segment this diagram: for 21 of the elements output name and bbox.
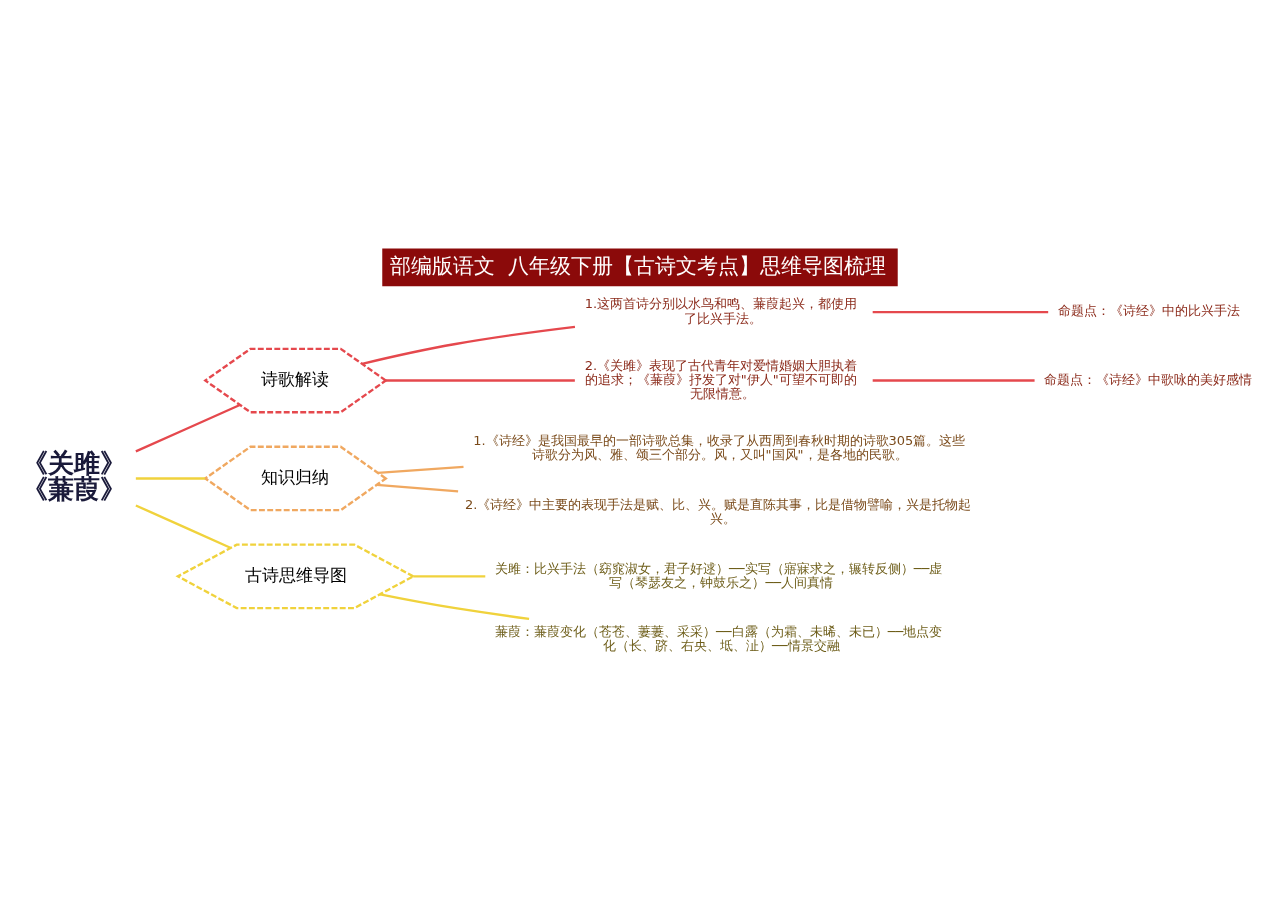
diagram-title: 部编版语文 八年级下册【古诗文考点】思维导图梳理: [389, 252, 887, 277]
connector: [135, 476, 206, 480]
connector: [386, 378, 575, 382]
node-text: 蒹葭：蒹葭变化（苍苍、萋萋、采采）──白露（为霜、未晞、未已）──地点变化（长、跻、右央、坻、沚）──情景交融: [495, 623, 943, 653]
node-text: 《关雎》《蒹葭》: [22, 447, 127, 504]
node-text: 命题点：《诗经》中的比兴手法: [1057, 302, 1240, 318]
node-text: 命题点：《诗经》中歌咏的美好感情: [1044, 371, 1253, 387]
node-text: 2.《关雎》表现了古代青年对爱情婚姻大胆执着的追求；《蒹葭》抒发了对"伊人"可望不可即的无限情意。: [584, 357, 858, 401]
connector: [413, 574, 486, 578]
node-text: 2.《诗经》中主要的表现手法是赋、比、兴。赋是直陈其事，比是借物譬喻，兴是托物起兴。: [464, 496, 972, 526]
connector: [361, 325, 576, 365]
connector: [135, 503, 231, 549]
node-text: 关雎：比兴手法（窈窕淑女，君子好逑）──实写（寤寐求之，辗转反侧）──虚写（琴瑟友之，钟鼓乐之）──人间真情: [495, 560, 943, 590]
connector: [872, 310, 1049, 313]
connector: [376, 483, 459, 493]
connector: [872, 378, 1035, 382]
node-text: 1.《诗经》是我国最早的一部诗歌总集，收录了从西周到春秋时期的诗歌305篇。这些诗歌分为风、雅、颂三个部分。风，又叫"国风"，是各地的民歌。: [473, 432, 966, 462]
node-text: 1.这两首诗分别以水鸟和鸣、蒹葭起兴，都使用了比兴手法。: [584, 295, 858, 326]
connector: [377, 465, 464, 474]
connector: [135, 403, 241, 452]
connector: [379, 592, 530, 620]
